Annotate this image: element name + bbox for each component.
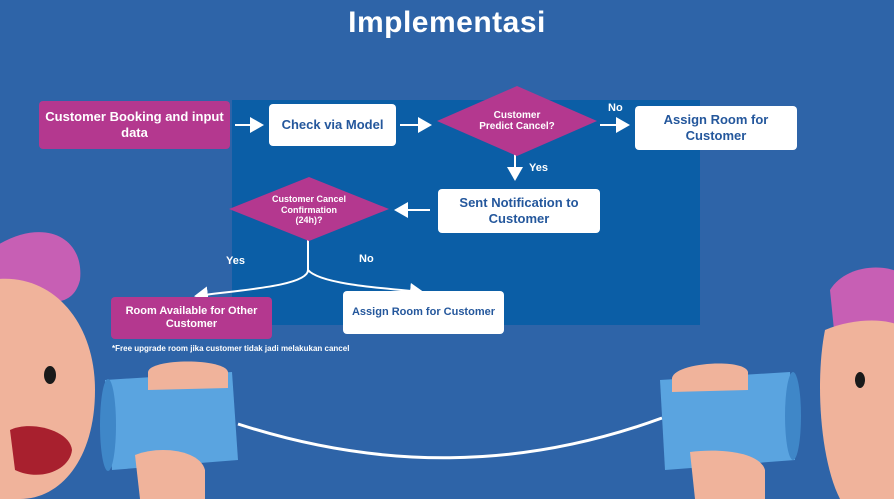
room-available-node: Room Available for Other Customer (111, 297, 272, 339)
arrow-confirm-no (307, 269, 424, 299)
footnote: *Free upgrade room jika customer tidak j… (112, 344, 350, 353)
assign-room-top-node: Assign Room for Customer (635, 106, 797, 150)
right-person-illustration (660, 267, 894, 499)
predict-cancel-decision: Customer Predict Cancel? (479, 109, 555, 133)
phone-string (237, 416, 663, 460)
confirm-yes-label: Yes (226, 255, 245, 267)
predict-yes-label: Yes (529, 162, 548, 174)
cancel-confirmation-decision: Customer Cancel Confirmation (24h)? (271, 194, 347, 226)
predict-no-label: No (608, 102, 623, 114)
assign-room-bottom-node: Assign Room for Customer (343, 291, 504, 334)
predict-diamond-shape (437, 86, 597, 156)
confirm-no-label: No (359, 253, 374, 265)
booking-node: Customer Booking and input data (39, 101, 230, 149)
arrow-confirm-yes (194, 240, 309, 303)
notification-node: Sent Notification to Customer (438, 189, 600, 233)
left-person-illustration (0, 232, 238, 499)
confirm-diamond-shape (229, 177, 389, 241)
check-model-node: Check via Model (269, 104, 396, 146)
page-title: Implementasi (348, 6, 546, 39)
